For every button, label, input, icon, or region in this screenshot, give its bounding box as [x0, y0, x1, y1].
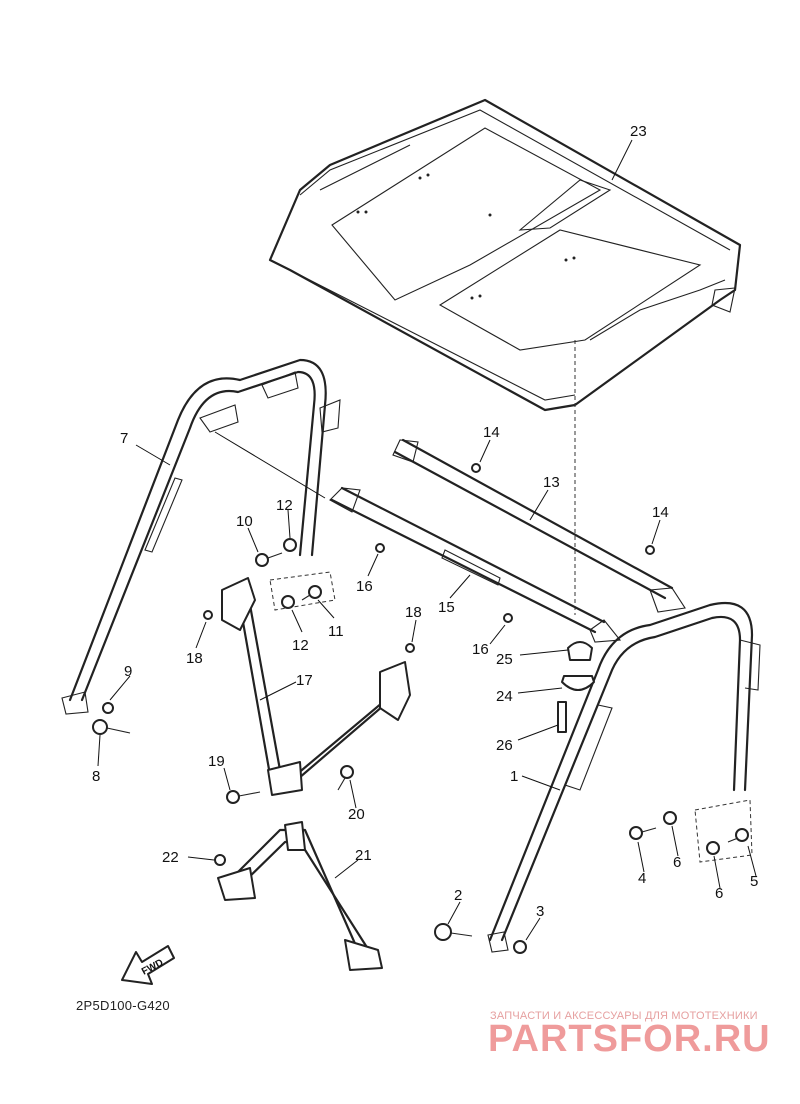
callout-18: 18: [186, 650, 203, 667]
callout-6: 6: [673, 854, 681, 871]
watermark-tagline: ЗАПЧАСТИ И АКСЕССУАРЫ ДЛЯ МОТОТЕХНИКИ: [490, 1010, 758, 1022]
callout-11: 11: [328, 623, 344, 640]
callout-21: 21: [355, 847, 372, 864]
watermark-logo: PARTSFOR.RU: [488, 1018, 771, 1060]
callout-18b: 18: [405, 604, 422, 621]
callout-22: 22: [162, 849, 179, 866]
callout-5: 5: [750, 873, 758, 890]
callout-10: 10: [236, 513, 253, 530]
callout-13: 13: [543, 474, 560, 491]
callout-labels: 23 7 14 13 12 10 16 14 11 12 15 18 16 25…: [92, 123, 758, 920]
left-roll-bar-part: [61, 358, 341, 715]
forward-arrow-icon: FWD: [121, 945, 175, 985]
callout-20: 20: [348, 806, 365, 823]
callout-17: 17: [296, 672, 313, 689]
callout-25: 25: [496, 651, 513, 668]
callout-1: 1: [510, 768, 518, 785]
hardware-group: [92, 463, 753, 954]
right-roll-bar-part: [487, 601, 761, 953]
lower-stand-part: [217, 821, 383, 971]
diagram-code: 2P5D100-G420: [76, 998, 170, 1013]
callout-7: 7: [120, 430, 128, 447]
callout-4: 4: [638, 870, 646, 887]
callout-15: 15: [438, 599, 455, 616]
callout-3: 3: [536, 903, 544, 920]
front-crossbar-part: [329, 486, 622, 643]
rear-crossbar-part: [392, 438, 686, 613]
roof-part: [268, 98, 742, 412]
callout-24: 24: [496, 688, 513, 705]
callout-23: 23: [630, 123, 647, 140]
callout-6b: 6: [715, 885, 723, 902]
callout-12b: 12: [292, 637, 309, 654]
callout-9: 9: [124, 663, 132, 680]
leader-lines: [97, 139, 757, 941]
callout-2: 2: [454, 887, 462, 904]
callout-16: 16: [356, 578, 373, 595]
callout-8: 8: [92, 768, 100, 785]
callout-12: 12: [276, 497, 293, 514]
callout-19: 19: [208, 753, 225, 770]
callout-26: 26: [496, 737, 513, 754]
support-bracket-part: [221, 577, 411, 796]
callout-14: 14: [483, 424, 500, 441]
callout-16b: 16: [472, 641, 489, 658]
callout-14b: 14: [652, 504, 669, 521]
